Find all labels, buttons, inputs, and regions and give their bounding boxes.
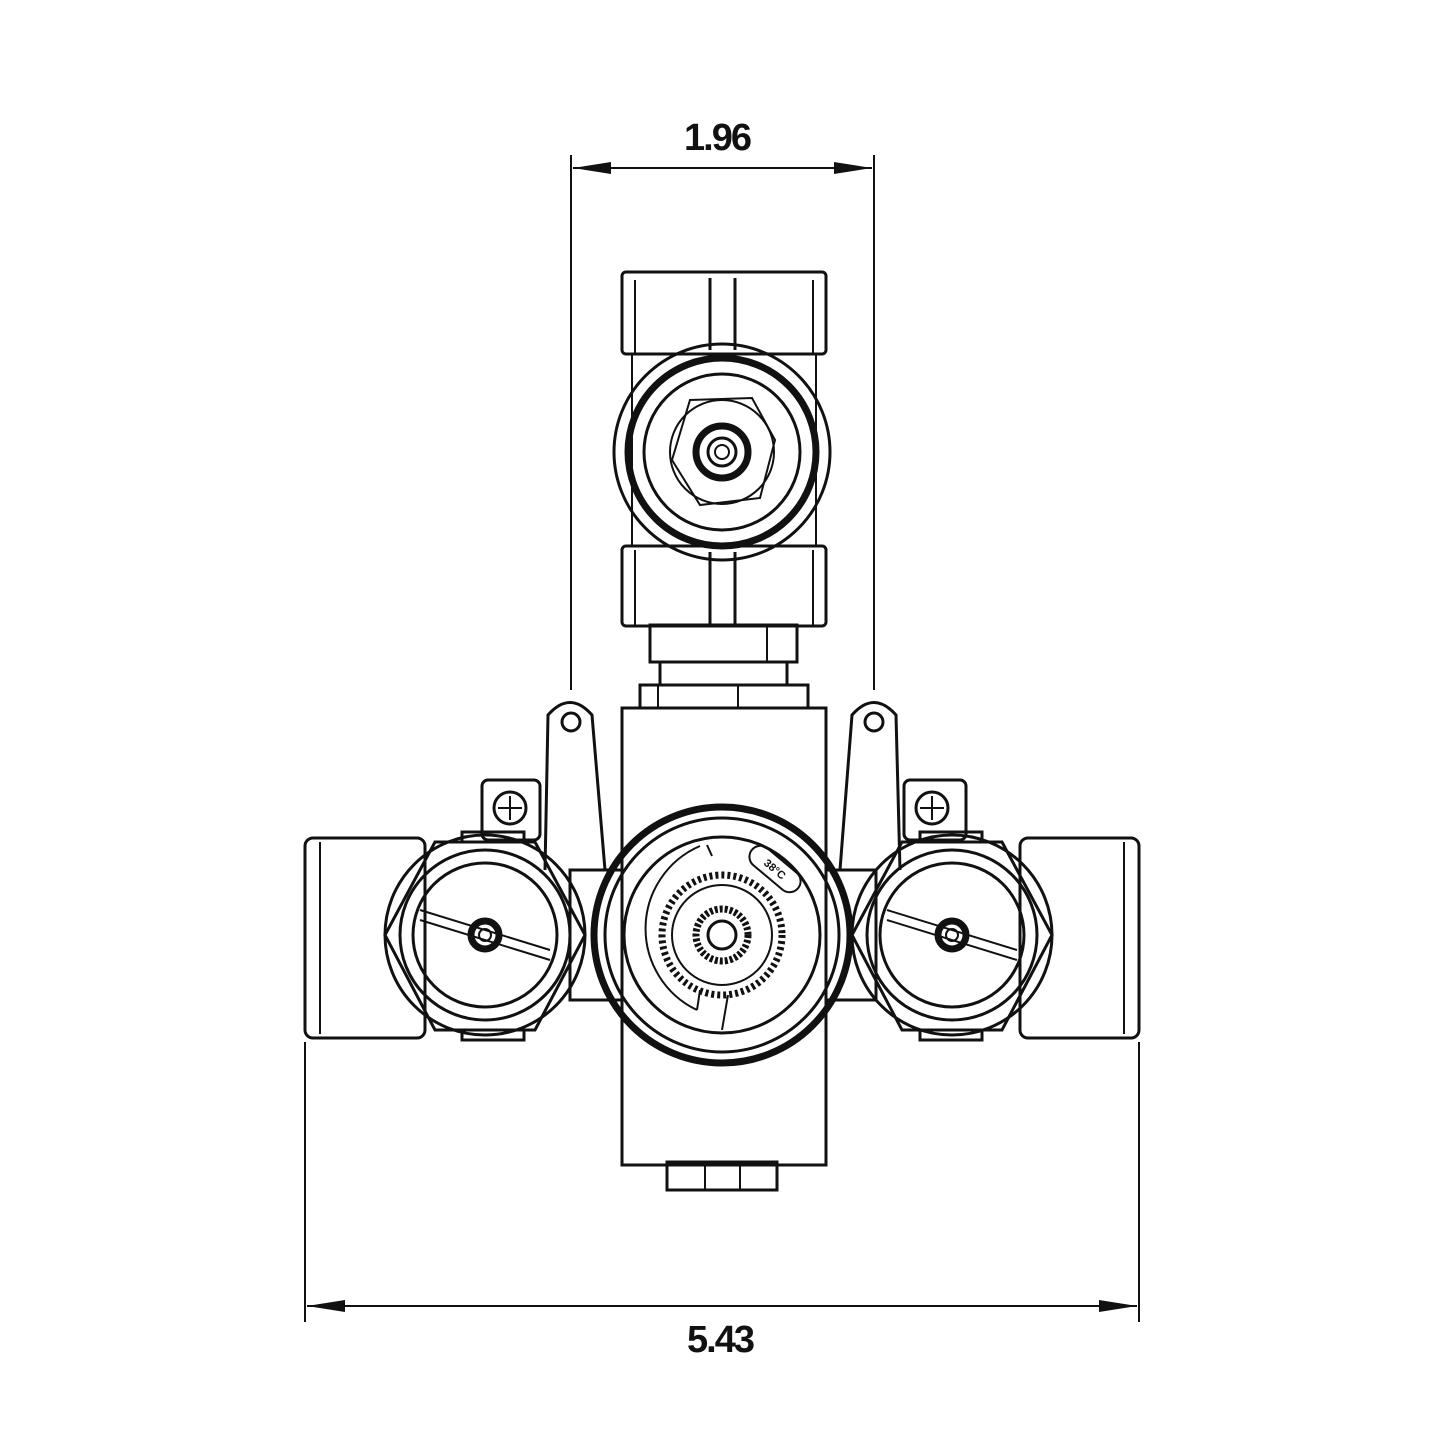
left-inlet-valve [303,830,624,1042]
bottom-dimension: 5.43 [304,1042,1140,1361]
right-lever [838,701,902,871]
left-lever [543,701,607,871]
central-body [620,623,828,1192]
top-dimension: 1.96 [570,117,875,690]
bottom-dimension-label: 5.43 [687,1319,754,1361]
right-inlet-valve [824,830,1141,1042]
left-screw [480,778,542,842]
top-dimension-label: 1.96 [684,117,751,159]
top-stop-valve [612,270,832,628]
thermostatic-dial: 38°C [590,803,854,1067]
right-screw [902,778,968,842]
